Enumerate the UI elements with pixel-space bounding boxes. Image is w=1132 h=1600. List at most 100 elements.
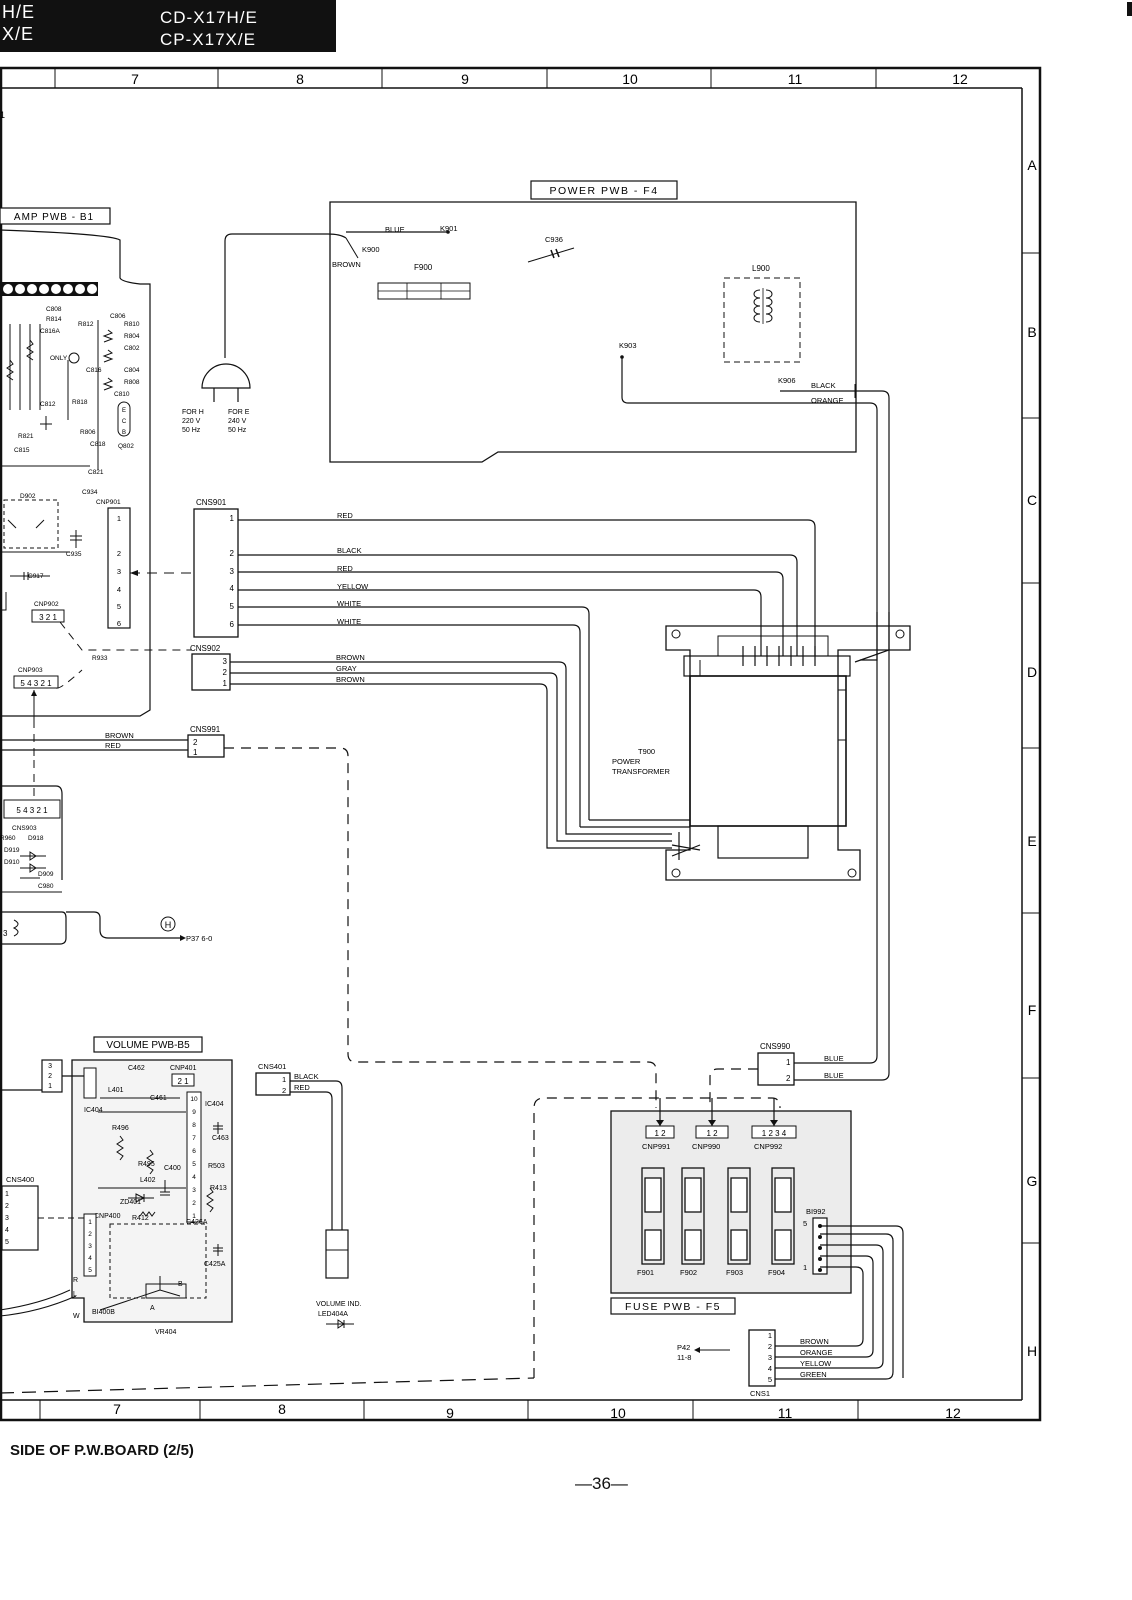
transformer-labels: T900 POWER TRANSFORMER (612, 747, 671, 776)
c935-label: C935 (66, 551, 82, 558)
cnp992-label: CNP992 (754, 1142, 782, 1151)
led-name-label: VOLUME IND. (316, 1301, 362, 1308)
cns401-wire-label: BLACK (294, 1072, 319, 1081)
cns1-pin: 5 (768, 1375, 772, 1384)
cns400-pin: 1 (5, 1191, 9, 1198)
c462-label: C462 (128, 1065, 145, 1072)
cns991-pin: 2 (193, 738, 198, 747)
fuse-pwb: 1 2 1 2 1 2 3 4 CNP991 CNP990 CNP992 (533, 1097, 852, 1378)
cns902-pin: 1 (223, 679, 228, 688)
wire-label-black-k906: BLACK (811, 381, 836, 390)
cns990-wire-label: BLUE (824, 1071, 844, 1080)
row-labels: A B C D E F G H (1027, 157, 1038, 1359)
volume-left-pin: 2 (48, 1073, 52, 1080)
c936-label: C936 (545, 235, 563, 244)
d918-label: D918 (28, 835, 44, 842)
cns401-connector: CNS401 1 2 BLACK RED VOLUME IND. LED404A (255, 1062, 362, 1329)
r496-label: R496 (112, 1125, 129, 1132)
cns991-connector: CNS991 2 1 BROWN RED (0, 725, 657, 1108)
cns901-label: CNS901 (196, 498, 227, 507)
cns990-pin: 1 (786, 1058, 791, 1067)
cns901-pin: 5 (230, 602, 235, 611)
r960-label: R960 (0, 835, 16, 842)
cns902-pin: 3 (223, 657, 228, 666)
cns1-pin: 1 (768, 1331, 772, 1340)
ic404-side-label: IC404 (84, 1107, 103, 1114)
cnp901-pin: 5 (117, 602, 121, 611)
bi992-pin-1: 1 (803, 1263, 807, 1272)
k901-label: K901 (440, 224, 458, 233)
ic404-pins: 10 9 8 7 6 5 4 3 2 1 (190, 1096, 198, 1220)
cns401-wire-label: RED (294, 1083, 310, 1092)
row-label-f: F (1028, 1002, 1037, 1018)
power-pwb: POWER PWB - F4 BLUE K901 K900 BROWN F900… (329, 180, 890, 1060)
col-label-12-bottom: 12 (945, 1405, 961, 1421)
r804-label: R804 (124, 333, 140, 340)
volume-left-connector: 3 2 1 (48, 1063, 52, 1090)
t900-label: T900 (638, 747, 655, 756)
c804-label: C804 (124, 367, 140, 374)
cns901-wire-label: YELLOW (337, 582, 369, 591)
ic404-pin: 6 (192, 1148, 196, 1155)
ic404-pin: 8 (192, 1122, 196, 1129)
plug-e-label-2: 240 V (228, 418, 247, 425)
cns902-wire-label: BROWN (336, 675, 365, 684)
row-label-h: H (1027, 1343, 1037, 1359)
cnp400-pin: 3 (88, 1243, 92, 1250)
k900-label: K900 (362, 245, 380, 254)
ic404-pin: 9 (192, 1109, 196, 1116)
wire-label-orange-k906: ORANGE (811, 396, 844, 405)
cnp400-pin: 4 (88, 1255, 92, 1262)
frame (0, 66, 1042, 1422)
cnp400-pin: 2 (88, 1231, 92, 1238)
cns991-wire-label: BROWN (105, 731, 134, 740)
r413-label: R413 (210, 1185, 227, 1192)
col-label-8: 8 (296, 71, 304, 87)
cnp400-label: CNP400 (94, 1213, 121, 1220)
model-name-1: CD-X17H/E (160, 8, 258, 27)
cnp901-pin: 1 (117, 514, 121, 523)
col-label-10-bottom: 10 (610, 1405, 626, 1421)
cns400-label: CNS400 (6, 1175, 34, 1184)
row-label-d: D (1027, 664, 1037, 680)
vr404-label: VR404 (155, 1329, 177, 1336)
cns400-pin: 5 (5, 1239, 9, 1246)
r503-label: R503 (208, 1163, 225, 1170)
c400-label: C400 (164, 1165, 181, 1172)
cns901-wire-label: BLACK (337, 546, 362, 555)
l401-label: L401 (108, 1087, 124, 1094)
r412-label: R412 (132, 1215, 149, 1222)
cnp401-label: CNP401 (170, 1065, 197, 1072)
ic404-pin: 4 (192, 1174, 196, 1181)
col-label-11: 11 (788, 71, 803, 87)
cns1-ref-page: P42 (677, 1343, 690, 1352)
cnp991-pins: 1 2 (654, 1129, 666, 1138)
cns1-wire-label: GREEN (800, 1370, 827, 1379)
row-label-e: E (1027, 833, 1036, 849)
vr404-terminal-a: A (150, 1305, 155, 1312)
c802-label: C802 (124, 345, 140, 352)
cns1-wire-label: YELLOW (800, 1359, 832, 1368)
power-transformer (665, 625, 911, 881)
fuse-f904-label: F904 (768, 1268, 785, 1277)
row-label-b: B (1027, 324, 1036, 340)
ic404-pin: 7 (192, 1135, 196, 1142)
column-labels-bottom: 7 8 9 10 11 12 (113, 1401, 961, 1421)
cns902-pin: 2 (223, 668, 228, 677)
cnp991-label: CNP991 (642, 1142, 670, 1151)
fuse-f903-label: F903 (726, 1268, 743, 1277)
col-label-12: 12 (952, 71, 968, 87)
ic404-pin: 5 (192, 1161, 196, 1168)
c980-label: C980 (38, 883, 54, 890)
zd401-label: ZD401 (120, 1199, 141, 1206)
transformer-name-1: POWER (612, 757, 641, 766)
cns903-label: CNS903 (12, 825, 37, 832)
bi400b-label: BI400B (92, 1309, 115, 1316)
edge-mark-label: 1 (0, 110, 5, 120)
cns401-pin: 2 (282, 1086, 286, 1095)
cns901-connector: CNS901 1 2 3 4 5 6 RED BLACK RED YELLOW … (193, 498, 816, 827)
p37-ref-label: P37 6-0 (186, 934, 212, 943)
col-label-11-bottom: 11 (778, 1405, 793, 1421)
cnp990-label: CNP990 (692, 1142, 720, 1151)
fuse-pwb-label: FUSE PWB - F5 (625, 1301, 721, 1313)
